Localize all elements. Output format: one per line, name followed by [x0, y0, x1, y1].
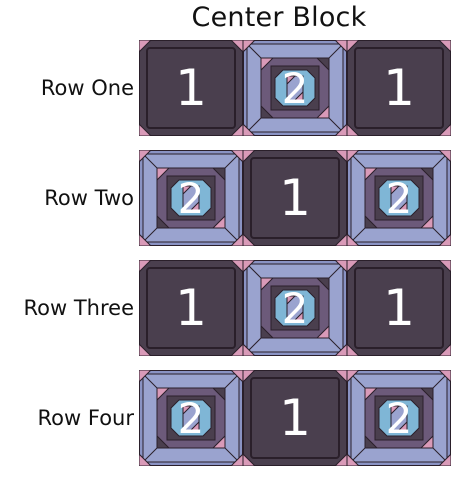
quilt-block-one: 1: [139, 40, 243, 136]
row-strip-one: 1 2 1: [139, 40, 451, 136]
quilt-block-two: 2: [139, 150, 243, 246]
quilt-block-one: 1: [243, 150, 347, 246]
row-label-four: Row Four: [37, 406, 134, 430]
quilt-block-two: 2: [139, 370, 243, 466]
row-strip-four: 2 1 2: [139, 370, 451, 466]
quilt-block-two: 2: [243, 260, 347, 356]
row-strip-three: 1 2 1: [139, 260, 451, 356]
quilt-block-two: 2: [347, 370, 451, 466]
quilt-block-one: 1: [347, 260, 451, 356]
row-label-two: Row Two: [44, 186, 134, 210]
row-label-one: Row One: [40, 76, 134, 100]
quilt-block-one: 1: [243, 370, 347, 466]
row-label-three: Row Three: [23, 296, 135, 320]
row-strip-two: 2 1 2: [139, 150, 451, 246]
quilt-block-one: 1: [347, 40, 451, 136]
quilt-block-two: 2: [243, 40, 347, 136]
diagram-title: Center Block: [191, 2, 367, 33]
quilt-block-two: 2: [347, 150, 451, 246]
quilt-block-one: 1: [139, 260, 243, 356]
